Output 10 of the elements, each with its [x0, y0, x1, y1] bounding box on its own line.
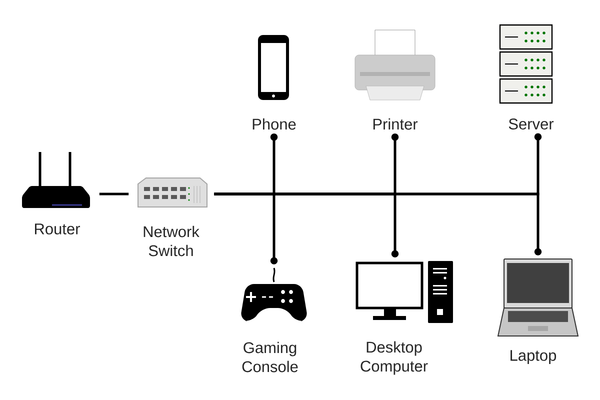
device-label: Router — [35, 224, 80, 234]
device-label: Server — [508, 118, 554, 130]
device-label: Printer — [373, 118, 418, 130]
connector-line — [99, 192, 129, 196]
device-label: Gaming Console — [242, 342, 298, 372]
connector-line — [214, 192, 542, 256]
device-label: Network Switch — [144, 226, 200, 256]
device-label: Desktop Computer — [360, 341, 428, 375]
device-label: Laptop — [510, 350, 556, 364]
device-label: Phone — [252, 118, 296, 130]
